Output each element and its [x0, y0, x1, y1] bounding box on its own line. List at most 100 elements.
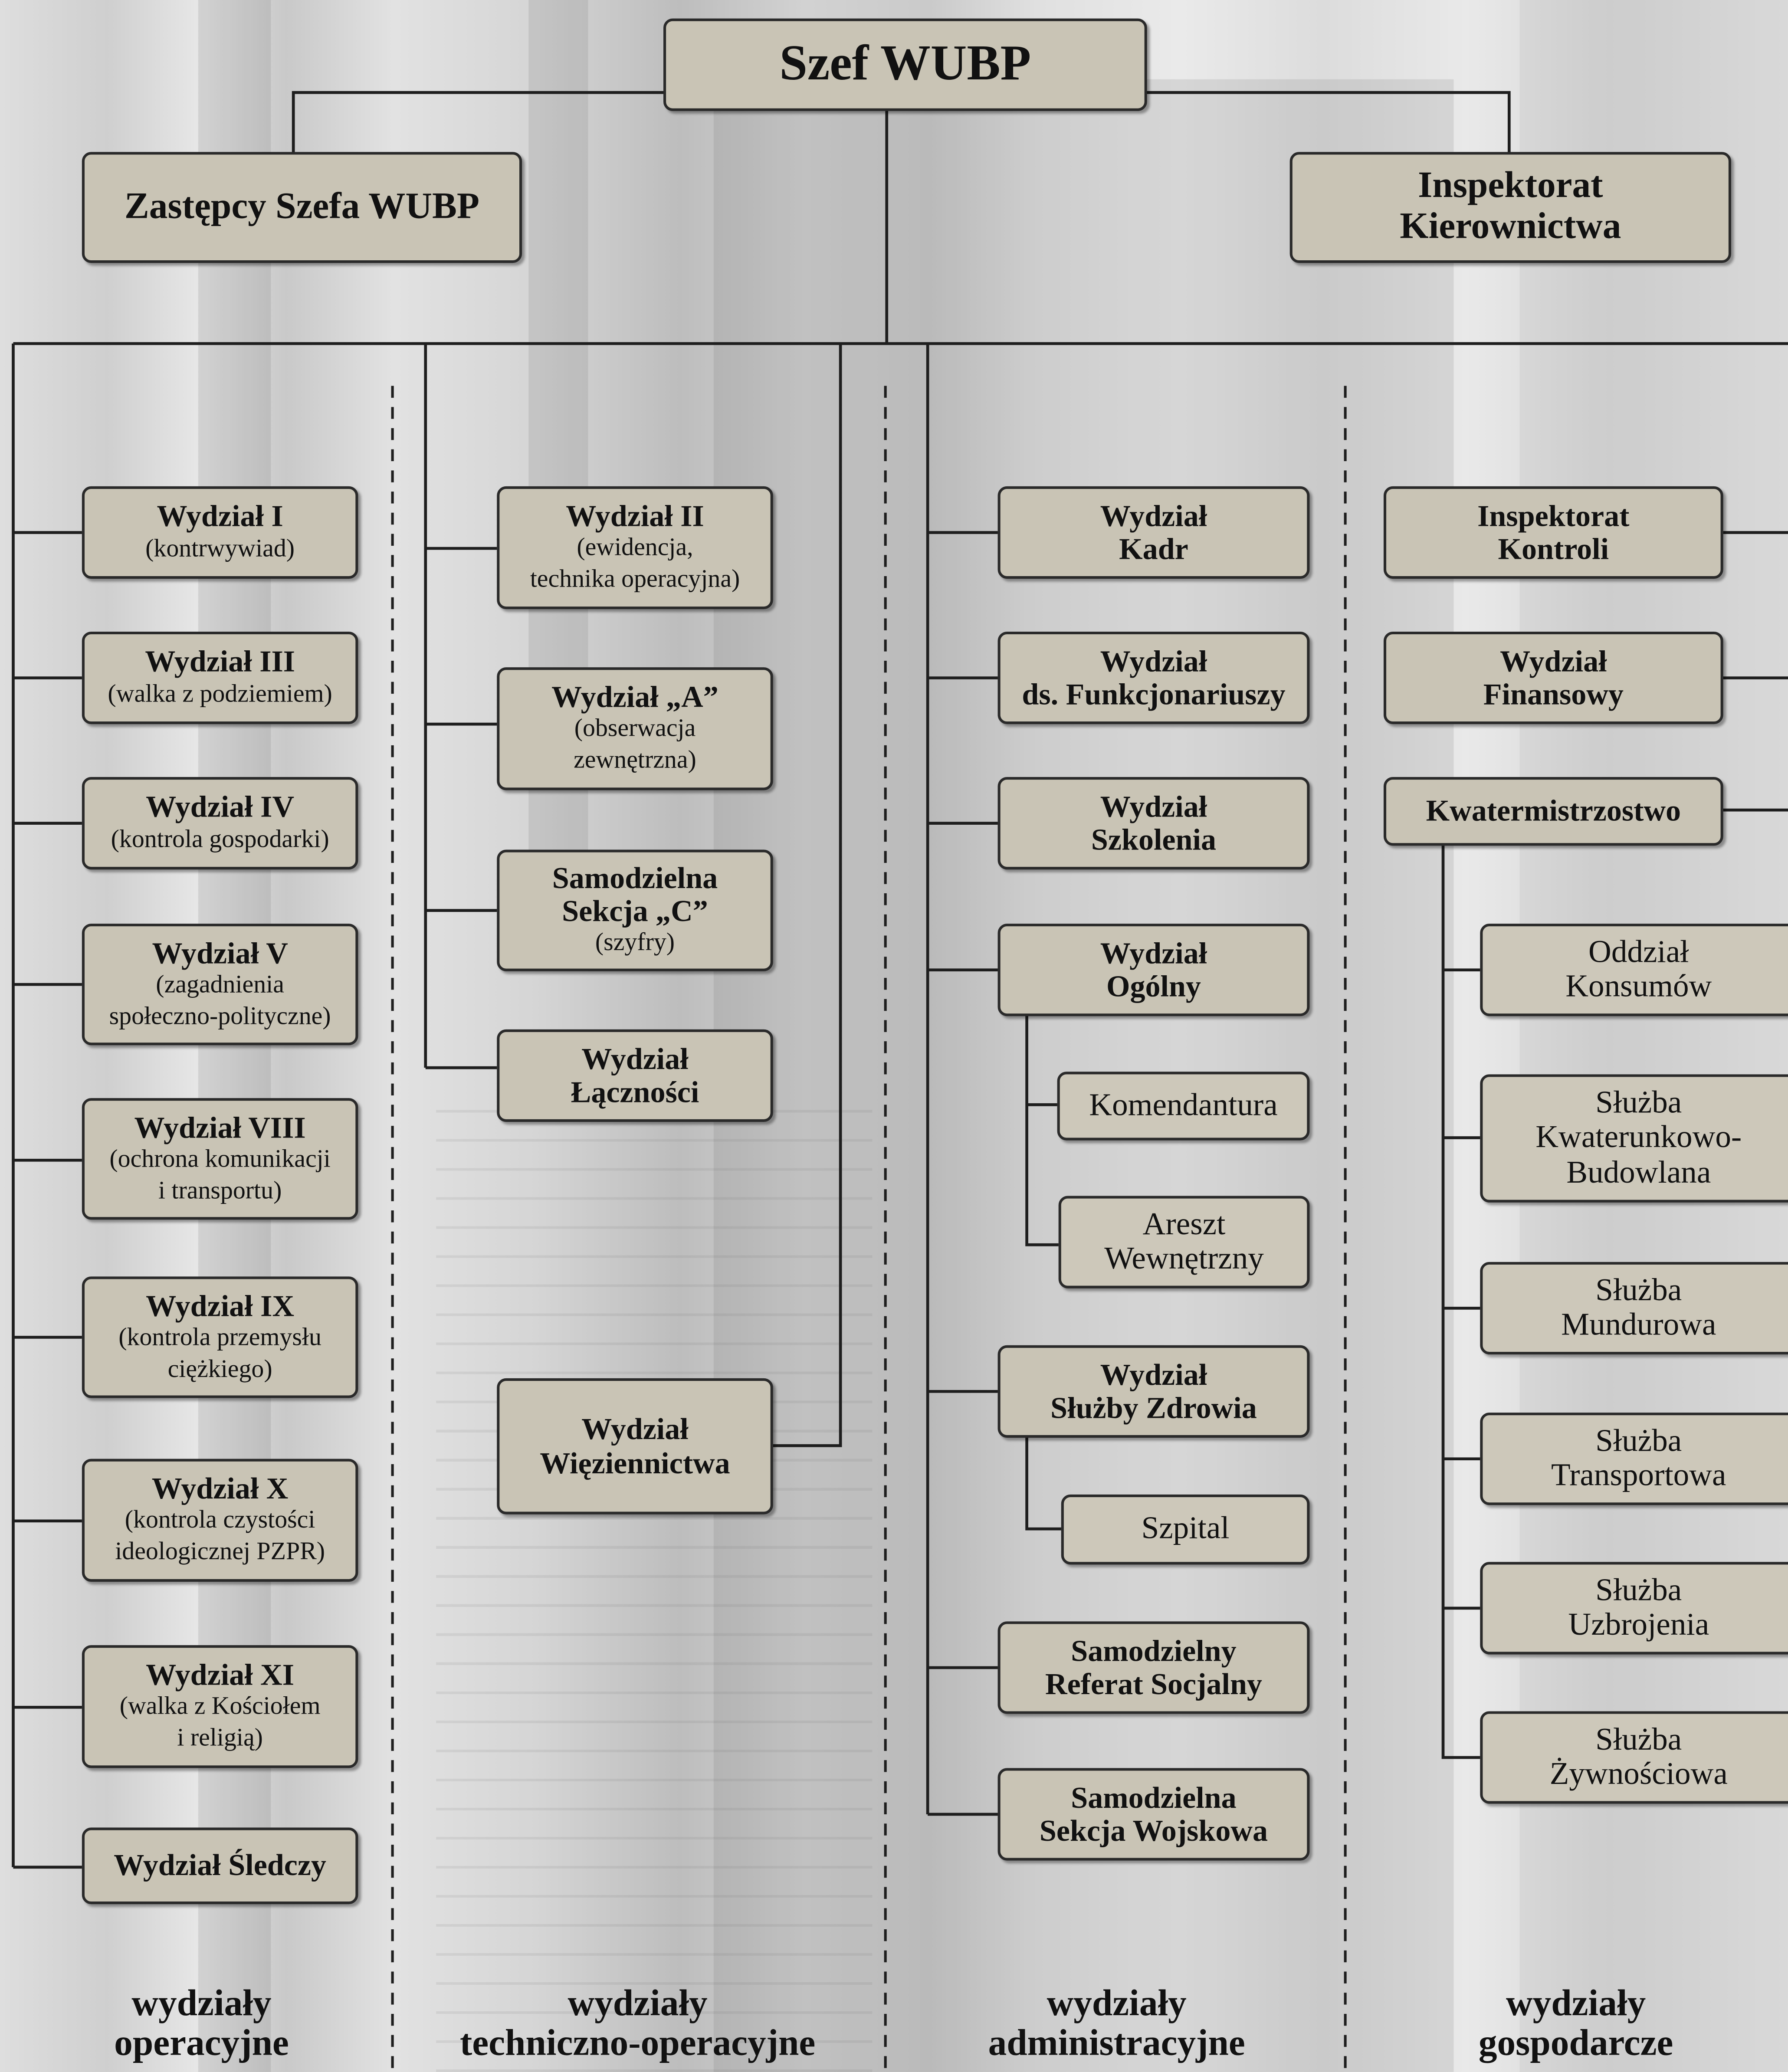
department-title: Samodzielny	[1071, 1634, 1237, 1668]
department-title: Wydział	[1500, 644, 1607, 678]
department-title: Wydział V	[152, 936, 288, 970]
sub-unit-box: Służba Kwaterunkowo- Budowlana	[1480, 1074, 1788, 1203]
chief-box: Szef WUBP	[663, 18, 1147, 111]
department-title: Sekcja Wojskowa	[1039, 1814, 1268, 1848]
department-box: Wydział ds. Funkcjonariuszy	[997, 631, 1310, 725]
department-title: Kontroli	[1498, 532, 1609, 566]
department-box: Samodzielny Referat Socjalny	[997, 1621, 1310, 1714]
department-title: Wydział	[1100, 644, 1207, 678]
sub-unit-title: Komendantura	[1089, 1088, 1278, 1123]
chief-title: Szef WUBP	[779, 36, 1031, 92]
sub-unit-box: Służba Transportowa	[1480, 1413, 1788, 1505]
inspectorate-line2: Kierownictwa	[1400, 206, 1621, 247]
department-description: i transportu)	[158, 1177, 282, 1205]
department-title: Łączności	[571, 1075, 699, 1109]
department-title: Wydział	[581, 1042, 689, 1075]
column-label-line: wydziały	[568, 1983, 708, 2025]
department-title: Kadr	[1119, 532, 1188, 566]
sub-unit-title: Żywnościowa	[1549, 1757, 1728, 1792]
department-box: Samodzielna Sekcja „C” (szyfry)	[497, 849, 773, 971]
sub-unit-box: Oddział Konsumów	[1480, 924, 1788, 1016]
sub-unit-title: Mundurowa	[1561, 1308, 1716, 1343]
department-description: (kontrola czystości	[125, 1507, 315, 1535]
sub-unit-title: Służba	[1595, 1086, 1682, 1121]
department-box: Wydział Kadr	[997, 486, 1310, 579]
column-label-line: operacyjne	[114, 2023, 289, 2065]
department-description: (walka z Kościołem	[119, 1693, 321, 1721]
department-box: Wydział III (walka z podziemiem)	[82, 631, 358, 725]
sub-unit-title: Szpital	[1141, 1512, 1230, 1547]
deputies-title: Zastępcy Szefa WUBP	[124, 186, 479, 227]
department-title: Sekcja „C”	[562, 895, 708, 928]
inspectorate-line1: Inspektorat	[1418, 165, 1603, 207]
department-box: Wydział IV (kontrola gospodarki)	[82, 777, 358, 870]
sub-unit-box: Areszt Wewnętrzny	[1058, 1196, 1310, 1288]
department-title: Ogólny	[1106, 970, 1201, 1003]
sub-unit-title: Oddział	[1588, 935, 1689, 970]
column-label-line: administracyjne	[988, 2023, 1245, 2065]
department-description: ideologicznej PZPR)	[115, 1538, 325, 1566]
department-title: Wydział III	[145, 645, 295, 679]
department-title: Samodzielna	[552, 861, 718, 895]
department-box: Wydział VIII (ochrona komunikacji i tran…	[82, 1098, 358, 1220]
department-title: Wydział	[1100, 499, 1207, 532]
department-title: Wydział	[1100, 1358, 1207, 1391]
department-box: Wydział Śledczy	[82, 1827, 358, 1905]
department-description: (kontrola przemysłu	[118, 1324, 322, 1352]
sub-unit-box: Służba Uzbrojenia	[1480, 1562, 1788, 1655]
department-box: Wydział Finansowy	[1383, 631, 1723, 725]
department-title: Wydział Śledczy	[114, 1849, 326, 1882]
sub-unit-title: Służba	[1595, 1273, 1682, 1308]
department-description: (obserwacja	[574, 715, 696, 743]
department-box: Inspektorat Kontroli	[1383, 486, 1723, 579]
department-title: Wydział	[1100, 790, 1207, 823]
column-label-economic: wydziały gospodarcze	[1375, 1983, 1778, 2065]
department-box: Wydział „A” (obserwacja zewnętrzna)	[497, 667, 773, 790]
department-title: Szkolenia	[1091, 823, 1216, 856]
department-title: Wydział	[1100, 936, 1207, 970]
department-box: Wydział Łączności	[497, 1029, 773, 1122]
department-box: Wydział Szkolenia	[997, 777, 1310, 870]
department-description: (szyfry)	[595, 929, 675, 957]
department-box: Wydział XI (walka z Kościołem i religią)	[82, 1645, 358, 1768]
sub-unit-box: Służba Mundurowa	[1480, 1262, 1788, 1355]
sub-unit-box: Szpital	[1061, 1494, 1310, 1565]
department-title: Wydział IV	[146, 790, 295, 824]
department-box: Wydział Ogólny	[997, 924, 1310, 1016]
sub-unit-title: Uzbrojenia	[1568, 1608, 1709, 1643]
department-box: Wydział II (ewidencja, technika operacyj…	[497, 486, 773, 610]
sub-unit-title: Wewnętrzny	[1104, 1242, 1264, 1277]
department-description: (kontrwywiad)	[145, 534, 295, 563]
department-description: (zagadnienia	[156, 971, 284, 999]
deputies-box: Zastępcy Szefa WUBP	[82, 152, 522, 263]
column-label-line: techniczno-operacyjne	[459, 2023, 816, 2065]
sub-unit-title: Kwaterunkowo-	[1535, 1121, 1742, 1156]
department-title: Wydział II	[566, 499, 704, 533]
department-title: Wydział XI	[146, 1658, 295, 1692]
column-label-technical: wydziały techniczno-operacyjne	[397, 1983, 879, 2065]
sub-unit-title: Transportowa	[1551, 1459, 1726, 1493]
department-description: (walka z podziemiem)	[108, 680, 332, 708]
department-description: ciężkiego)	[167, 1355, 272, 1383]
department-description: i religią)	[177, 1724, 263, 1753]
department-box: Wydział Służby Zdrowia	[997, 1345, 1310, 1438]
department-title: Wydział VIII	[134, 1111, 306, 1144]
department-title: ds. Funkcjonariuszy	[1022, 678, 1286, 711]
department-description: (kontrola gospodarki)	[111, 825, 329, 853]
column-label-line: gospodarcze	[1478, 2023, 1673, 2065]
column-label-line: wydziały	[1506, 1983, 1646, 2025]
department-title: Więziennictwa	[540, 1446, 730, 1479]
department-title: Finansowy	[1483, 678, 1624, 711]
sub-unit-title: Budowlana	[1566, 1156, 1711, 1190]
department-box: Wydział I (kontrwywiad)	[82, 486, 358, 579]
background-brick-wall	[436, 1083, 873, 2072]
sub-unit-title: Areszt	[1142, 1207, 1226, 1242]
department-description: (ochrona komunikacji	[109, 1145, 331, 1174]
department-description: zewnętrzna)	[574, 747, 696, 775]
department-title: Samodzielna	[1071, 1780, 1237, 1814]
column-label-line: wydziały	[131, 1983, 272, 2025]
department-title: Wydział	[581, 1413, 689, 1446]
department-box: Wydział Więziennictwa	[497, 1378, 773, 1515]
